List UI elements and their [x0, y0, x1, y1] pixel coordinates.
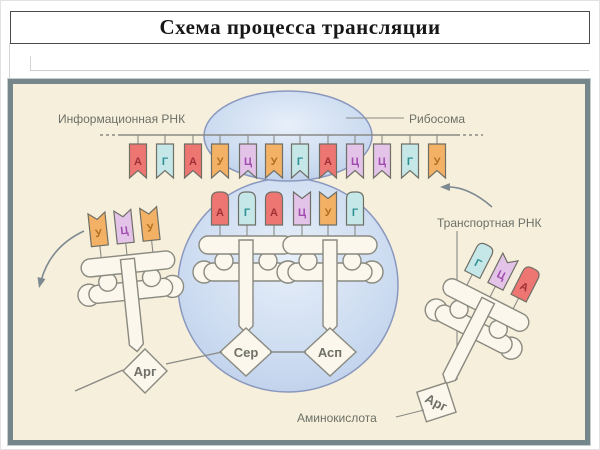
- svg-text:Ц: Ц: [244, 156, 252, 168]
- trna-body: [73, 248, 191, 358]
- page-title: Схема процесса трансляции: [159, 15, 441, 39]
- mrna-label: Информационная РНК: [58, 112, 185, 126]
- left-curved-arrow: [40, 230, 85, 282]
- nucleotide-tag: Ц: [238, 135, 258, 179]
- nucleotide-tag: Г: [290, 135, 310, 179]
- placeholder-line: [30, 70, 589, 71]
- nucleotide-tag: У: [210, 135, 230, 179]
- nucleotide-tag: У: [264, 135, 284, 179]
- svg-text:Г: Г: [407, 156, 414, 168]
- svg-text:У: У: [434, 156, 441, 168]
- svg-text:Г: Г: [244, 207, 251, 219]
- slide-title-box: Схема процесса трансляции: [10, 11, 590, 44]
- translation-diagram-panel: А Г А У Ц У Г А Ц Ц Г У А Г А Сер Ц У Г …: [7, 78, 591, 446]
- svg-text:Ц: Ц: [378, 156, 386, 168]
- svg-text:У: У: [146, 222, 154, 235]
- trna-label: Транспортная РНК: [437, 216, 542, 230]
- svg-text:А: А: [324, 156, 332, 168]
- movement-arrows: [37, 183, 493, 288]
- svg-text:Г: Г: [162, 156, 169, 168]
- svg-text:А: А: [270, 207, 278, 219]
- translation-diagram: А Г А У Ц У Г А Ц Ц Г У А Г А Сер Ц У Г …: [37, 90, 542, 425]
- mrna-codons: А Г А У Ц У Г А Ц Ц Г У: [128, 135, 447, 179]
- nucleotide-tag: А: [318, 135, 338, 179]
- right-curved-arrow: [445, 186, 493, 208]
- amino-acid-label: Асп: [318, 345, 342, 360]
- svg-text:А: А: [134, 156, 142, 168]
- amino-acid-caption: Аминокислота: [297, 411, 377, 425]
- amino-acid-diamond: [218, 327, 274, 377]
- amino-acid-label: Арг: [134, 364, 157, 379]
- svg-text:Г: Г: [297, 156, 304, 168]
- placeholder-line: [9, 43, 10, 79]
- svg-text:А: А: [189, 156, 197, 168]
- nucleotide-tag: А: [183, 135, 203, 179]
- trna-left-outside: У Ц У: [73, 206, 191, 358]
- svg-text:А: А: [216, 207, 224, 219]
- nucleotide-tag: Г: [155, 135, 175, 179]
- svg-text:Ц: Ц: [351, 156, 359, 168]
- nucleotide-tag: Ц: [345, 135, 365, 179]
- amino-acid-diamond: [302, 327, 358, 377]
- svg-text:Ц: Ц: [298, 207, 306, 219]
- svg-text:У: У: [217, 156, 224, 168]
- amino-acid-leader-line: [395, 409, 425, 418]
- nucleotide-tag: Г: [400, 135, 420, 179]
- svg-text:У: У: [325, 207, 332, 219]
- trna-p-site: А Г А Сер: [192, 191, 300, 377]
- svg-text:У: У: [271, 156, 278, 168]
- amino-acid-diamond: [122, 348, 168, 394]
- diagram-labels: Информационная РНК Рибосома Транспортная…: [58, 112, 542, 425]
- trna-right-outside: Г Ц А Арг: [398, 240, 542, 423]
- amino-acid-diamond: [415, 381, 457, 423]
- amino-acid-label: Сер: [234, 345, 259, 360]
- svg-text:У: У: [95, 228, 103, 241]
- nucleotide-tag: У: [427, 135, 447, 179]
- nucleotide-tag: Ц: [372, 135, 392, 179]
- nucleotide-tag: А: [128, 135, 148, 179]
- svg-text:Г: Г: [352, 207, 359, 219]
- trna-a-site: Ц У Г Асп: [276, 191, 384, 377]
- ribosome-label: Рибосома: [409, 112, 465, 126]
- peptide-chain: Арг: [74, 348, 306, 394]
- svg-text:Г: Г: [472, 257, 484, 271]
- placeholder-line: [30, 56, 31, 70]
- svg-text:Ц: Ц: [120, 225, 129, 238]
